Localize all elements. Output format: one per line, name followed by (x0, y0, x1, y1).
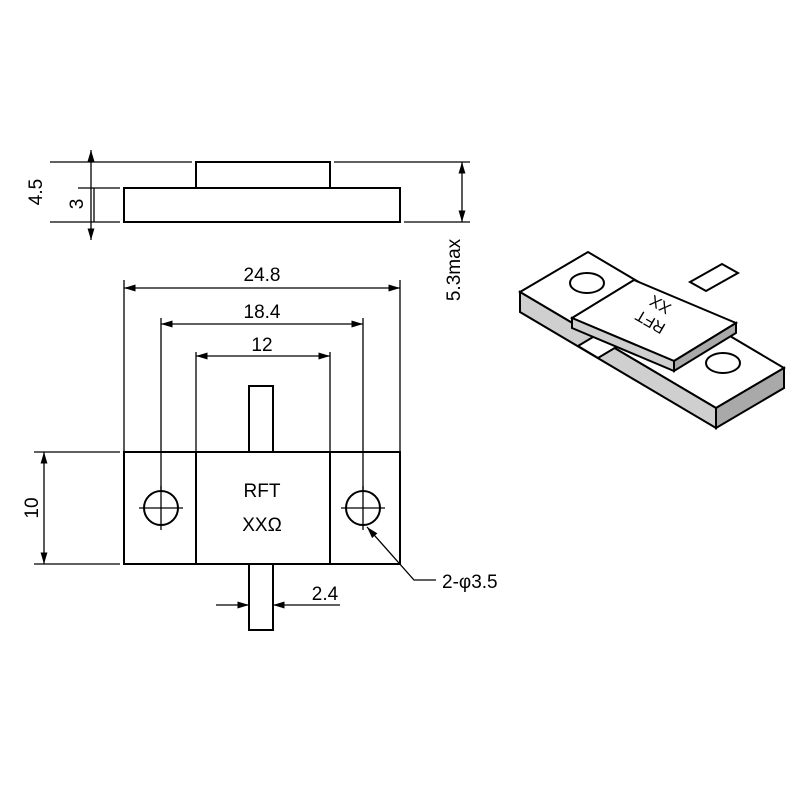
dim-label-flange-depth: 10 (22, 497, 43, 518)
lead-tab-top (248, 385, 274, 453)
dim-label-hole-spacing: 18.4 (244, 302, 281, 323)
hole-leader (366, 526, 436, 581)
dim-label-holes: 2-φ3.5 (442, 572, 498, 593)
body-marking-line2: XXΩ (242, 515, 282, 536)
side-body (195, 161, 331, 189)
dim-label-total-height: 4.5 (26, 179, 47, 205)
iso-lead-tab-back (687, 262, 741, 293)
iso-flange-right (715, 366, 785, 430)
dim-label-max-height: 5.3max (444, 238, 465, 301)
dim-label-tab-width: 2.4 (312, 584, 339, 605)
body-marking-line1: RFT (244, 481, 281, 502)
top-view: RFT XXΩ 24.8 18.4 12 10 2.4 2-φ3.5 (22, 265, 498, 631)
iso-hole-left (569, 272, 605, 294)
dim-label-flange-height: 3 (67, 199, 88, 210)
side-flange (123, 187, 401, 223)
iso-body-right (673, 321, 737, 373)
lead-tab-bottom (248, 563, 274, 631)
isometric-view: RFT XX (518, 250, 786, 430)
side-view: 4.5 3 5.3max (26, 150, 470, 301)
dim-label-flange-width: 24.8 (244, 265, 281, 286)
mounting-hole-right (341, 486, 385, 530)
dim-label-body-width: 12 (251, 335, 272, 356)
mounting-hole-left (139, 486, 183, 530)
top-body (195, 451, 331, 565)
iso-hole-right (705, 352, 741, 374)
